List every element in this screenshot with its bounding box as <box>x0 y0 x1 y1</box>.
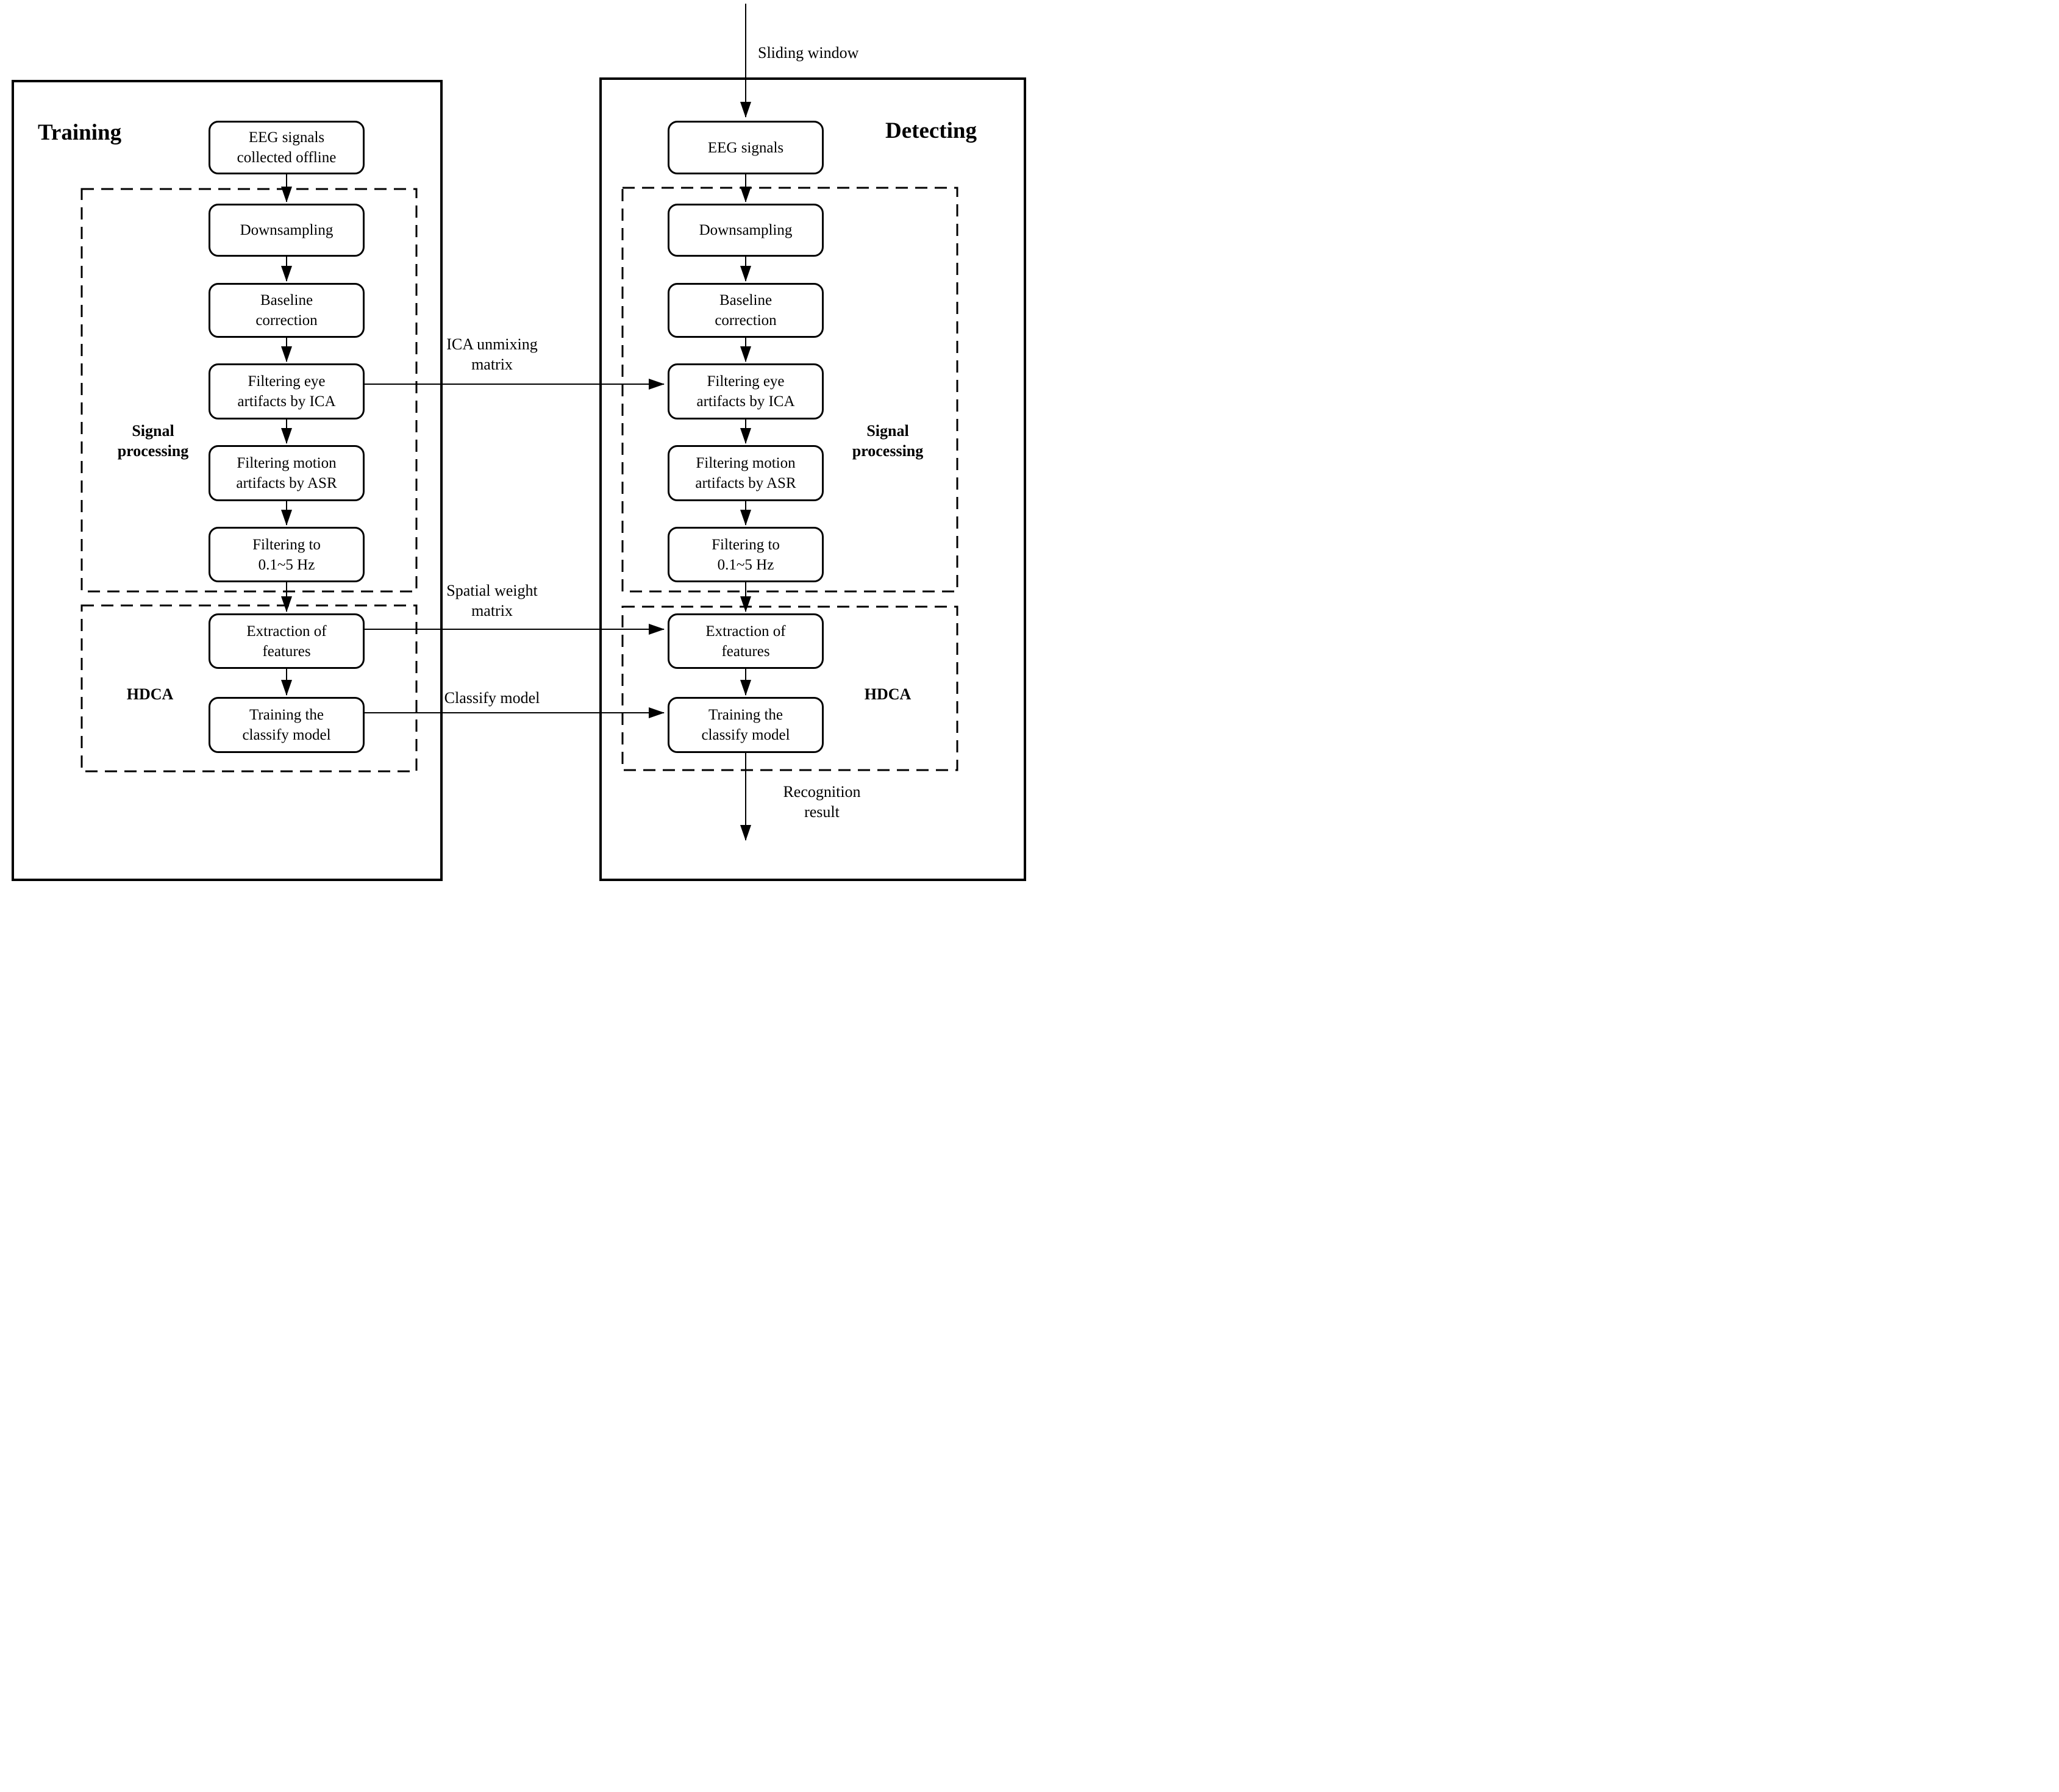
detecting-signal-processing-label: Signal processing <box>839 421 937 461</box>
label-line: Classify model <box>444 689 540 707</box>
node-text-line: Filtering to <box>712 536 780 553</box>
training-hdca-label: HDCA <box>126 685 174 703</box>
ica-unmixing-matrix-label: ICA unmixing matrix <box>440 334 544 374</box>
node-text-line: Downsampling <box>699 222 793 238</box>
node-text-line: collected offline <box>237 149 337 166</box>
flow-box-feature-extraction-detect: Extraction of features <box>668 613 824 669</box>
flow-box-train-classify-model-train: Training the classify model <box>209 697 365 753</box>
node-text-line: Filtering to <box>252 536 321 553</box>
node-text-line: artifacts by ASR <box>695 475 796 491</box>
node-text-line: Training the <box>249 707 324 723</box>
node-text-line: artifacts by ICA <box>237 393 336 410</box>
training-signal-processing-label: Signal processing <box>104 421 202 461</box>
flow-box-filter-eye-ica-train: Filtering eye artifacts by ICA <box>209 363 365 419</box>
flow-box-downsampling-train: Downsampling <box>209 204 365 257</box>
training-signal-processing-groupbox <box>80 188 418 593</box>
node-text-line: Baseline <box>260 292 313 309</box>
node-text-line: classify model <box>242 727 331 743</box>
flow-box-feature-extraction-train: Extraction of features <box>209 613 365 669</box>
classify-model-label: Classify model <box>440 688 544 708</box>
node-text-line: correction <box>715 312 777 329</box>
flow-box-eeg-signals-offline: EEG signals collected offline <box>209 121 365 174</box>
node-text-line: Filtering eye <box>248 373 326 390</box>
label-line: Signal <box>866 422 909 440</box>
label-line: Signal <box>132 422 174 440</box>
detecting-signal-processing-groupbox <box>621 187 958 593</box>
flow-box-bandpass-filter-detect: Filtering to 0.1~5 Hz <box>668 527 824 582</box>
label-line: ICA unmixing <box>446 335 538 353</box>
node-text-line: correction <box>255 312 318 329</box>
flow-box-train-classify-model-detect: Training the classify model <box>668 697 824 753</box>
node-text-line: Downsampling <box>240 222 334 238</box>
label-line: processing <box>117 442 189 460</box>
node-text-line: Baseline <box>719 292 773 309</box>
node-text-line: artifacts by ASR <box>236 475 337 491</box>
node-text-line: Extraction of <box>246 623 327 640</box>
flow-box-filter-eye-ica-detect: Filtering eye artifacts by ICA <box>668 363 824 419</box>
label-line: result <box>804 803 840 821</box>
spatial-weight-matrix-label: Spatial weight matrix <box>440 580 544 621</box>
flow-box-eeg-signals-detect: EEG signals <box>668 121 824 174</box>
node-text-line: Filtering motion <box>696 455 796 471</box>
node-text-line: Extraction of <box>705 623 786 640</box>
recognition-result-label: Recognition result <box>755 782 889 822</box>
node-text-line: 0.1~5 Hz <box>258 556 315 573</box>
node-text-line: features <box>262 643 311 660</box>
flow-box-baseline-correction-train: Baseline correction <box>209 283 365 338</box>
detecting-title: Detecting <box>885 118 977 143</box>
flowchart-diagram: Training Detecting Signal processing HDC… <box>0 0 1030 896</box>
flow-box-bandpass-filter-train: Filtering to 0.1~5 Hz <box>209 527 365 582</box>
detecting-hdca-label: HDCA <box>864 685 912 703</box>
flow-box-filter-motion-asr-train: Filtering motion artifacts by ASR <box>209 445 365 501</box>
label-line: processing <box>852 442 924 460</box>
connector-layer <box>80 4 958 841</box>
label-line: Spatial weight <box>446 582 538 599</box>
training-title: Training <box>38 120 122 145</box>
label-line: matrix <box>471 355 513 373</box>
training-hdca-groupbox <box>80 604 418 773</box>
node-text-line: Filtering motion <box>237 455 337 471</box>
node-text-line: EEG signals <box>707 139 784 156</box>
node-text-line: classify model <box>701 727 790 743</box>
flow-box-filter-motion-asr-detect: Filtering motion artifacts by ASR <box>668 445 824 501</box>
label-line: matrix <box>471 602 513 619</box>
node-text-line: Filtering eye <box>707 373 785 390</box>
node-text-line: artifacts by ICA <box>696 393 795 410</box>
label-line: Recognition <box>783 783 861 801</box>
node-text-line: EEG signals <box>248 129 325 146</box>
node-text-line: features <box>721 643 770 660</box>
flow-box-baseline-correction-detect: Baseline correction <box>668 283 824 338</box>
sliding-window-label: Sliding window <box>758 44 859 62</box>
node-text-line: 0.1~5 Hz <box>717 556 774 573</box>
flow-box-downsampling-detect: Downsampling <box>668 204 824 257</box>
node-text-line: Training the <box>708 707 783 723</box>
detecting-hdca-groupbox <box>621 605 958 771</box>
